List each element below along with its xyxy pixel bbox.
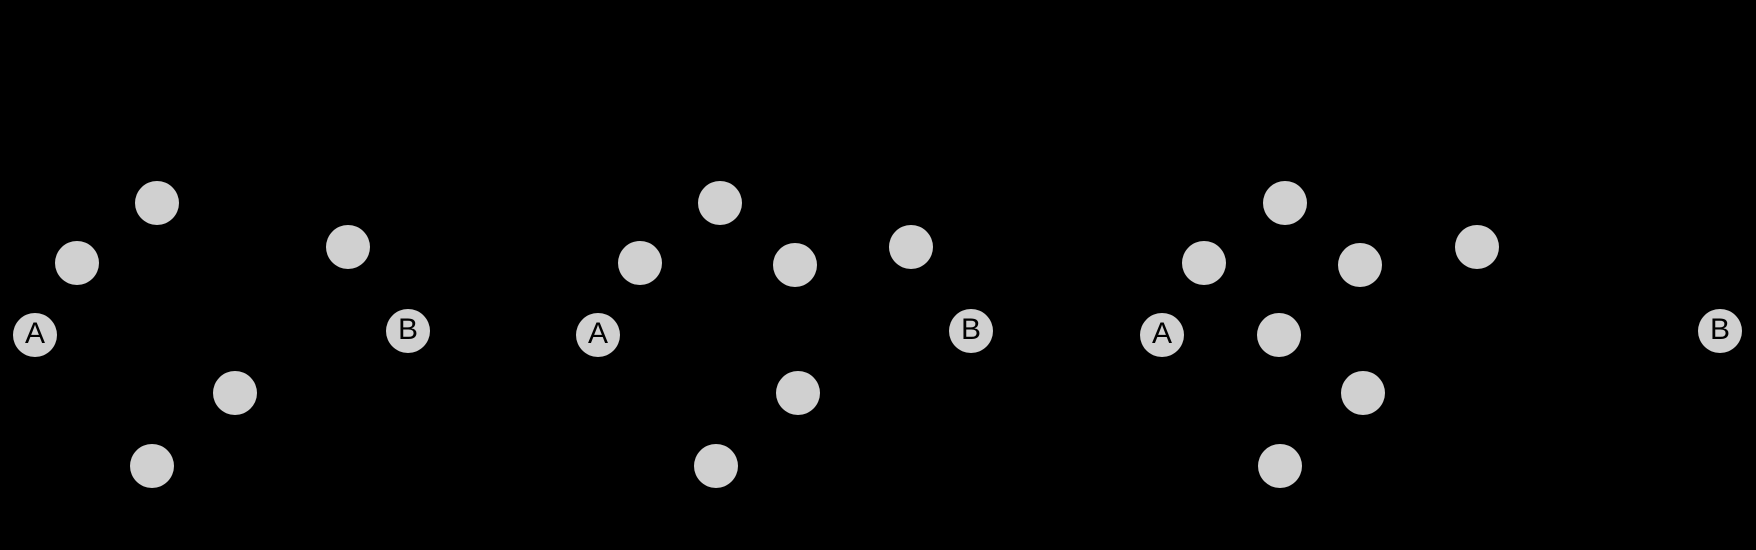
panel-1-node-2[interactable] [135,181,179,225]
node-label: A [1151,317,1172,350]
node-label: B [397,313,418,346]
panel-1-node-5[interactable] [130,444,174,488]
node-label: B [1709,313,1730,346]
panel-2-node-5[interactable] [776,371,820,415]
panel-3-node-7[interactable] [1258,444,1302,488]
node-label: B [960,313,981,346]
panel-2-node-6[interactable] [694,444,738,488]
panel-3-node-b[interactable]: B [1698,309,1742,353]
panel-2-node-1[interactable] [618,241,662,285]
node-label: A [587,317,608,350]
panel-1-node-b[interactable]: B [386,309,430,353]
panel-2-node-2[interactable] [698,181,742,225]
panel-2-node-3[interactable] [773,243,817,287]
panel-3-node-5[interactable] [1257,313,1301,357]
panel-3-node-a[interactable]: A [1140,313,1184,357]
panel-1-node-a[interactable]: A [13,313,57,357]
panel-3-node-2[interactable] [1263,181,1307,225]
panel-1-node-4[interactable] [213,371,257,415]
panel-3-node-1[interactable] [1182,241,1226,285]
panel-1-node-3[interactable] [326,225,370,269]
panel-3-node-3[interactable] [1338,243,1382,287]
panel-1-node-1[interactable] [55,241,99,285]
panel-2-node-a[interactable]: A [576,313,620,357]
panel-2-node-4[interactable] [889,225,933,269]
panel-3-node-4[interactable] [1455,225,1499,269]
panel-2-node-b[interactable]: B [949,309,993,353]
panel-3-node-6[interactable] [1341,371,1385,415]
node-label: A [24,317,45,350]
